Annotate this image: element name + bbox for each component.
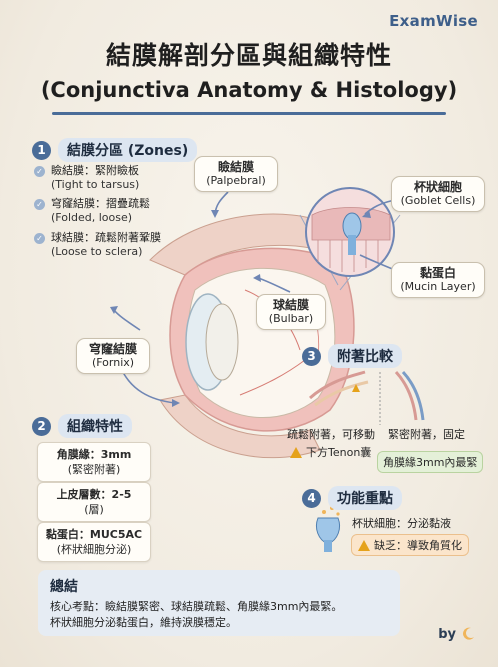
section-title: 附著比較 [328,344,402,368]
summary-line-1: 核心考點：瞼結膜緊密、球結膜疏鬆、角膜緣3mm內最緊。 [50,600,343,613]
histology-card-limbus: 角膜緣：3mm (緊密附著) [37,442,151,482]
keratinization-warning: 缺乏：導致角質化 [351,534,469,556]
moon-logo-icon [463,627,474,640]
check-icon: ✓ [34,166,45,177]
zone-item-bulbar: ✓ 球結膜：疏鬆附著鞏膜 (Loose to sclera) [34,231,161,259]
section-number: 3 [302,346,321,366]
brand-logo: ExamWise [389,12,478,30]
histology-card-mucin: 黏蛋白：MUC5AC (杯狀細胞分泌) [37,522,151,562]
loose-adhesion-diagram [308,370,366,400]
check-icon: ✓ [34,233,45,244]
section-number: 4 [302,488,321,508]
summary-box: 總結 核心考點：瞼結膜緊密、球結膜疏鬆、角膜緣3mm內最緊。 杯狀細胞分泌黏蛋白… [38,570,400,636]
loose-adhesion-caption: 疏鬆附著，可移動 [287,428,375,441]
lower-eyelid [159,394,321,459]
warning-icon [358,539,370,551]
zone-item-palpebral: ✓ 瞼結膜：緊附瞼板 (Tight to tarsus) [34,164,139,192]
callout-palpebral: 瞼結膜 (Palpebral) [194,156,278,192]
page-subtitle: (Conjunctiva Anatomy & Histology) [40,78,458,102]
arrow-fornix [113,309,141,331]
tight-adhesion-diagram [394,370,418,421]
zone-item-fornix: ✓ 穹窿結膜：摺疊疏鬆 (Folded, loose) [34,197,150,225]
callout-bulbar: 球結膜 (Bulbar) [256,294,326,330]
section-number: 1 [32,140,51,160]
title-divider [52,112,446,115]
callout-mucin: 黏蛋白 (Mucin Layer) [391,262,485,298]
callout-goblet: 杯狀細胞 (Goblet Cells) [391,176,485,212]
tenon-warning: 下方Tenon囊 [290,444,371,460]
summary-line-2: 杯狀細胞分泌黏蛋白，維持淚膜穩定。 [50,616,237,629]
section-function-header: 4 功能重點 [302,486,402,510]
goblet-function-text: 杯狀細胞：分泌黏液 [352,517,451,530]
section-number: 2 [32,416,51,436]
check-icon: ✓ [34,199,45,210]
section-zones-header: 1 結膜分區 (Zones) [32,138,198,162]
byline: by [438,626,476,642]
section-title: 功能重點 [328,486,402,510]
summary-heading: 總結 [50,579,78,595]
section-adhesion-header: 3 附著比較 [302,344,402,368]
histology-card-epithelium: 上皮層數：2-5 (層) [37,482,151,522]
warning-icon [290,446,302,458]
limbus-note: 角膜緣3mm內最緊 [377,451,484,473]
section-histology-header: 2 組織特性 [32,414,132,438]
section-title: 組織特性 [58,414,132,438]
callout-fornix: 穹窿結膜 (Fornix) [76,338,150,374]
page-title: 結膜解剖分區與組織特性 [105,41,392,70]
tight-adhesion-caption: 緊密附著，固定 [388,428,465,441]
section-title: 結膜分區 (Zones) [58,138,198,162]
lens [205,303,239,381]
